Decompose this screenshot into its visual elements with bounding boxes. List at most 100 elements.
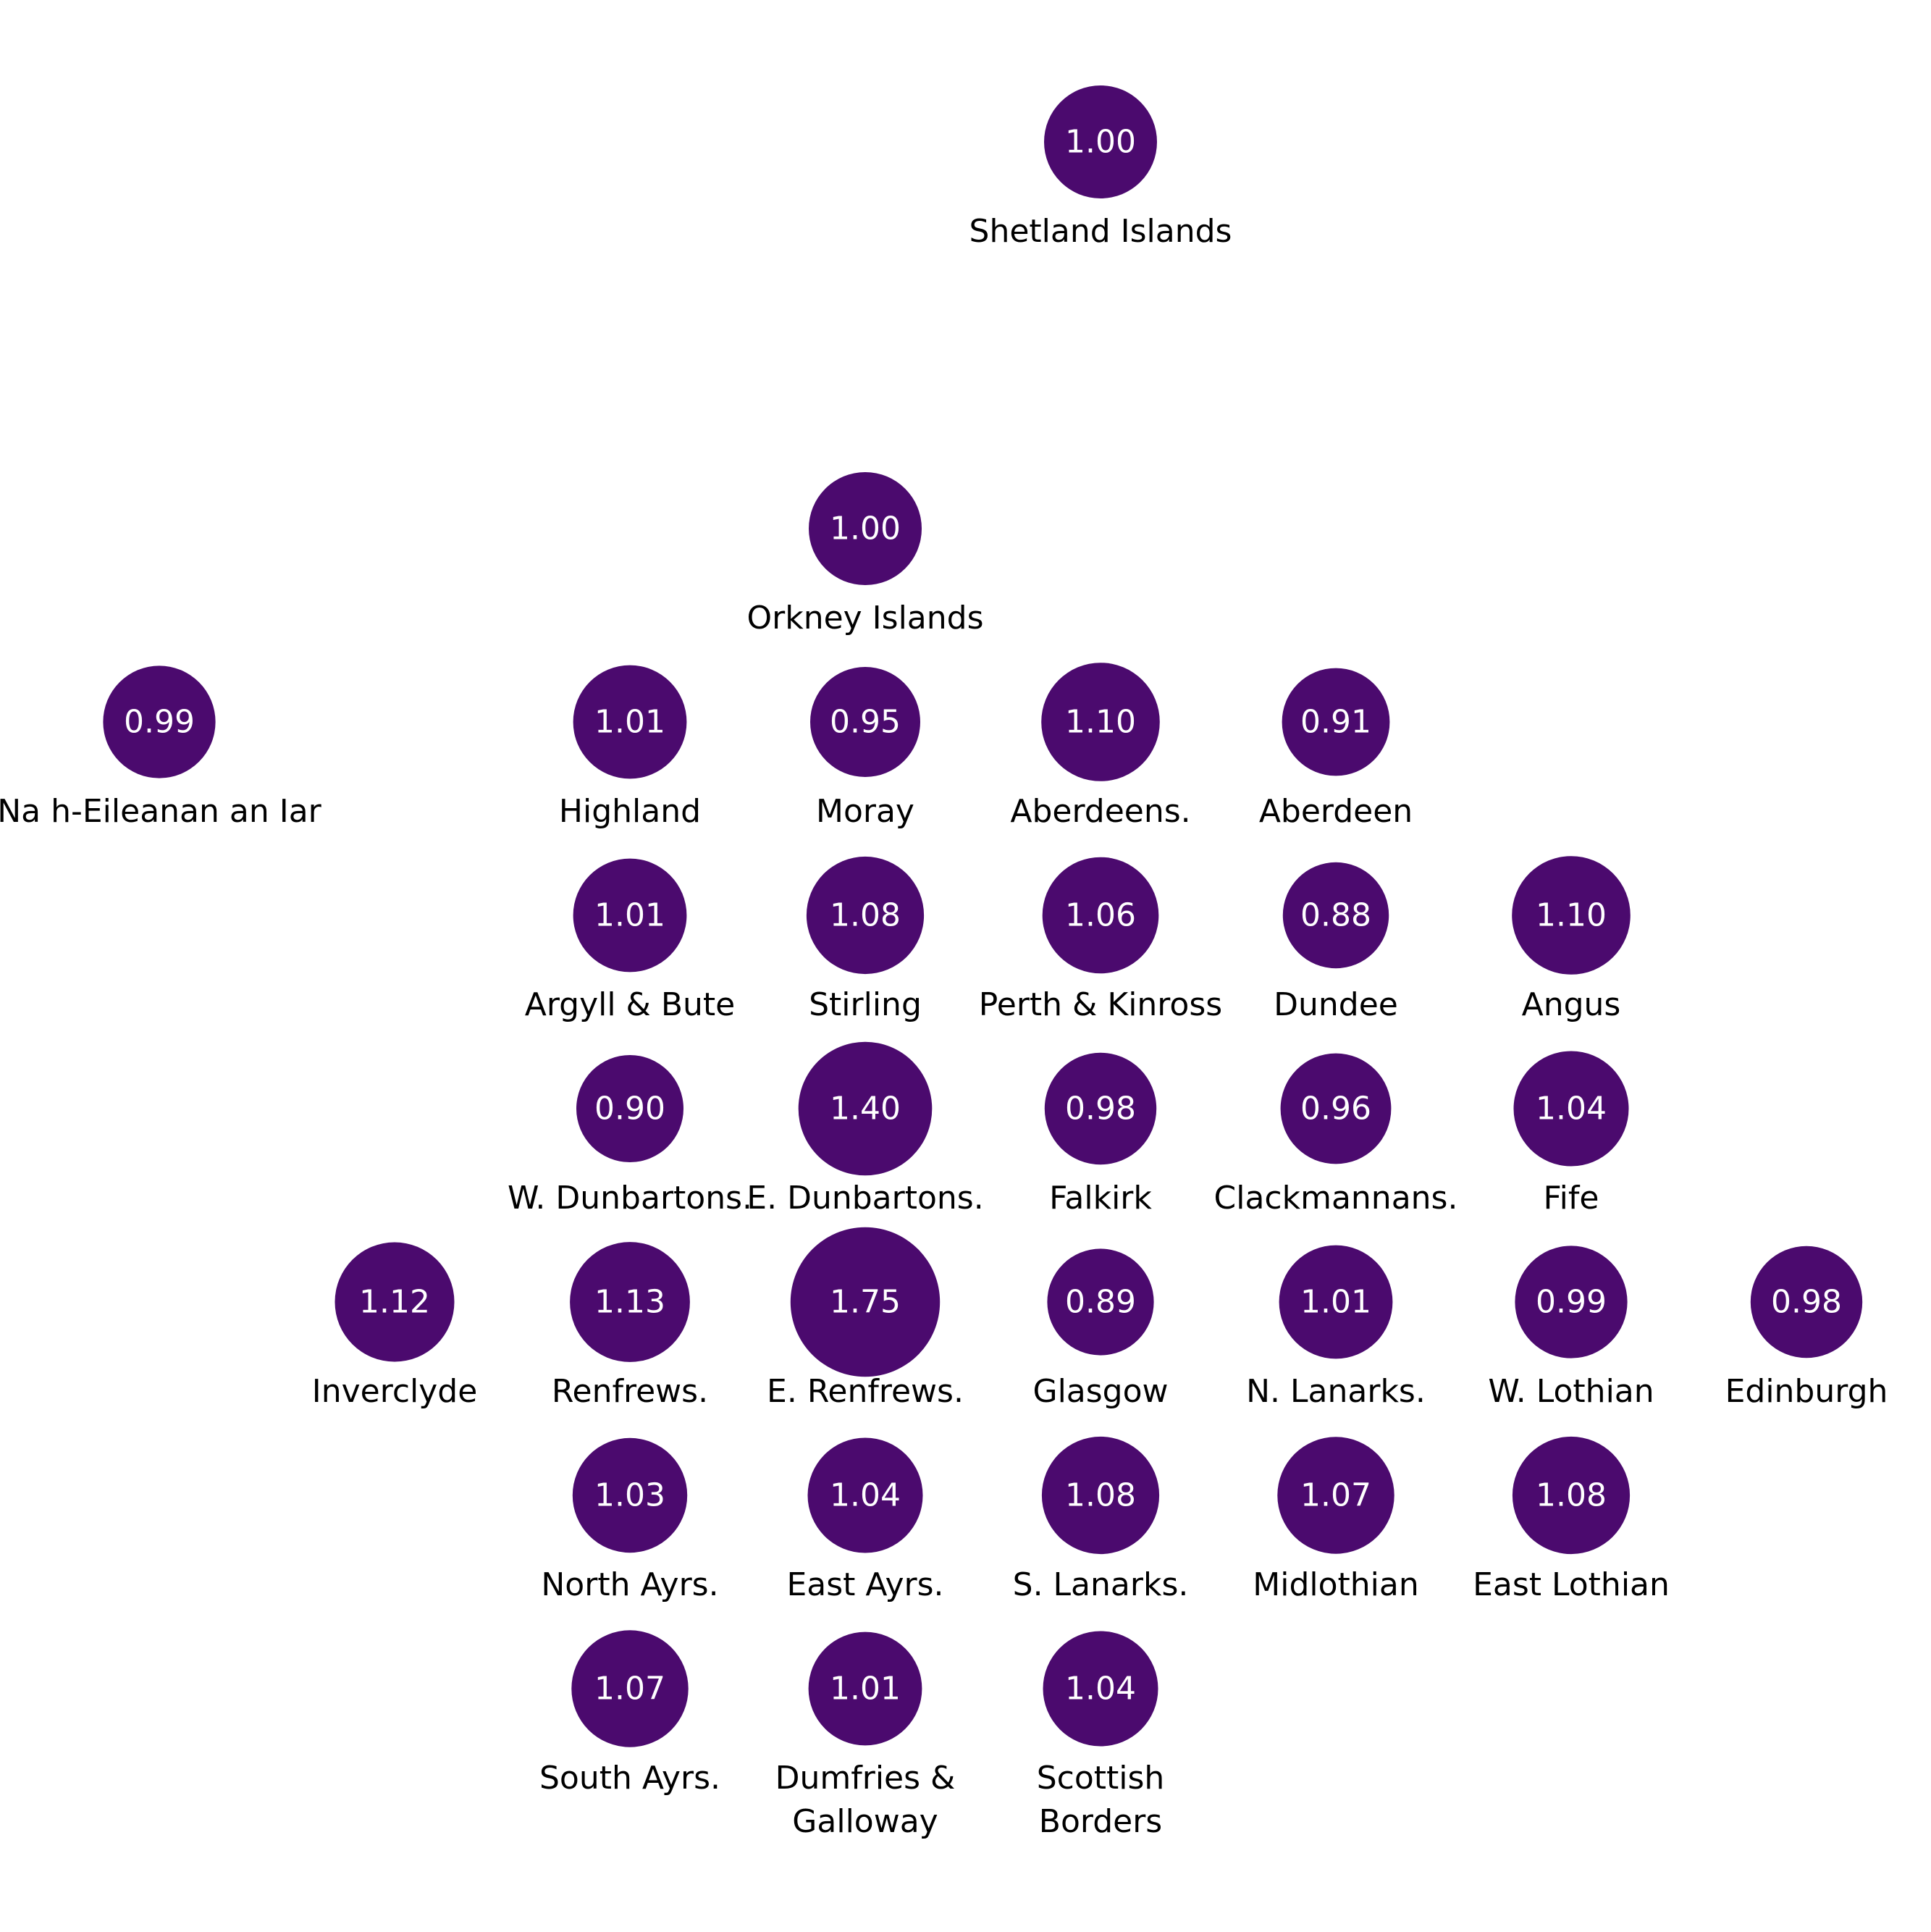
- bubble: [576, 1055, 683, 1162]
- bubble: [1279, 1245, 1393, 1359]
- bubble: [808, 1631, 922, 1746]
- bubble: [1277, 1437, 1394, 1554]
- bubble: [1750, 1246, 1863, 1358]
- bubble-value-label: 1.04: [1065, 1671, 1136, 1708]
- area-name-label: W. Dunbartons.: [508, 1180, 752, 1217]
- area-point: 1.75 E. Renfrews.: [767, 1227, 964, 1410]
- area-name-label: Dundee: [1274, 986, 1398, 1023]
- bubble: [1043, 1631, 1158, 1747]
- area-name-label: Galloway: [792, 1803, 938, 1840]
- bubble-value-label: 1.40: [830, 1091, 901, 1127]
- bubble: [1044, 1052, 1157, 1165]
- area-name-label: Perth & Kinross: [979, 986, 1222, 1023]
- bubble-value-label: 0.96: [1300, 1091, 1371, 1127]
- area-name-label: Shetland Islands: [969, 213, 1232, 250]
- area-name-label: South Ayrs.: [539, 1760, 720, 1797]
- area-name-label: Inverclyde: [312, 1373, 478, 1410]
- bubble: [807, 1437, 923, 1553]
- bubble-value-label: 0.90: [594, 1091, 665, 1127]
- bubble-value-label: 0.91: [1300, 704, 1371, 741]
- area-name-label: Scottish: [1037, 1760, 1165, 1797]
- area-name-label: N. Lanarks.: [1246, 1373, 1426, 1410]
- area-name-label: E. Renfrews.: [767, 1373, 964, 1410]
- bubble: [1515, 1246, 1628, 1358]
- bubble: [335, 1242, 455, 1362]
- bubble: [798, 1041, 933, 1176]
- bubble: [1282, 668, 1390, 776]
- bubble: [809, 472, 922, 585]
- area-name-label: Glasgow: [1032, 1373, 1168, 1410]
- bubble: [1047, 1248, 1154, 1356]
- area-name-label: Fife: [1544, 1180, 1599, 1217]
- area-name-label: Angus: [1522, 986, 1621, 1023]
- bubble: [571, 1630, 689, 1747]
- bubble: [1282, 862, 1389, 969]
- bubble-value-label: 1.07: [1300, 1477, 1371, 1514]
- area-name-label: East Ayrs.: [786, 1566, 943, 1603]
- area-name-label: Midlothian: [1253, 1566, 1418, 1603]
- bubble-value-label: 0.88: [1300, 897, 1371, 934]
- bubble: [810, 667, 920, 777]
- bubble-value-label: 1.07: [594, 1671, 665, 1708]
- bubble-value-label: 1.01: [1300, 1284, 1371, 1321]
- bubble-value-label: 1.04: [830, 1477, 901, 1514]
- bubble-value-label: 1.12: [359, 1284, 430, 1321]
- area-name-label: Renfrews.: [552, 1373, 708, 1410]
- bubble-value-label: 1.01: [594, 897, 665, 934]
- bubble: [806, 856, 925, 975]
- area-point: 1.01 N. Lanarks.: [1246, 1245, 1426, 1410]
- bubble: [1513, 1051, 1629, 1167]
- bubble: [573, 665, 687, 779]
- area-name-label: E. Dunbartons.: [746, 1180, 983, 1217]
- bubble-value-label: 1.75: [830, 1284, 901, 1321]
- bubble: [1044, 85, 1157, 198]
- bubble-value-label: 1.08: [1065, 1477, 1136, 1514]
- area-name-label: Argyll & Bute: [525, 986, 736, 1023]
- bubble: [572, 1437, 688, 1553]
- area-name-label: North Ayrs.: [541, 1566, 718, 1603]
- area-name-label: Highland: [559, 793, 701, 830]
- area-point: 1.08S. Lanarks.: [1013, 1436, 1188, 1603]
- bubble: [573, 858, 687, 973]
- area-name-label: Na h-Eileanan an Iar: [0, 793, 322, 830]
- area-name-label: East Lothian: [1473, 1566, 1670, 1603]
- area-name-label: Dumfries &: [775, 1760, 956, 1797]
- bubble: [570, 1242, 690, 1362]
- bubble-value-label: 1.03: [594, 1477, 665, 1514]
- area-name-label: Clackmannans.: [1214, 1180, 1458, 1217]
- bubble-value-label: 0.89: [1065, 1284, 1136, 1321]
- area-name-label: Orkney Islands: [746, 600, 983, 637]
- bubble-value-label: 1.10: [1065, 704, 1136, 741]
- bubble-value-label: 0.99: [1536, 1284, 1607, 1321]
- bubble-value-label: 1.10: [1536, 897, 1607, 934]
- bubble: [1041, 663, 1160, 781]
- bubble: [103, 665, 216, 778]
- bubble: [1042, 857, 1159, 974]
- bubble: [1041, 1436, 1160, 1555]
